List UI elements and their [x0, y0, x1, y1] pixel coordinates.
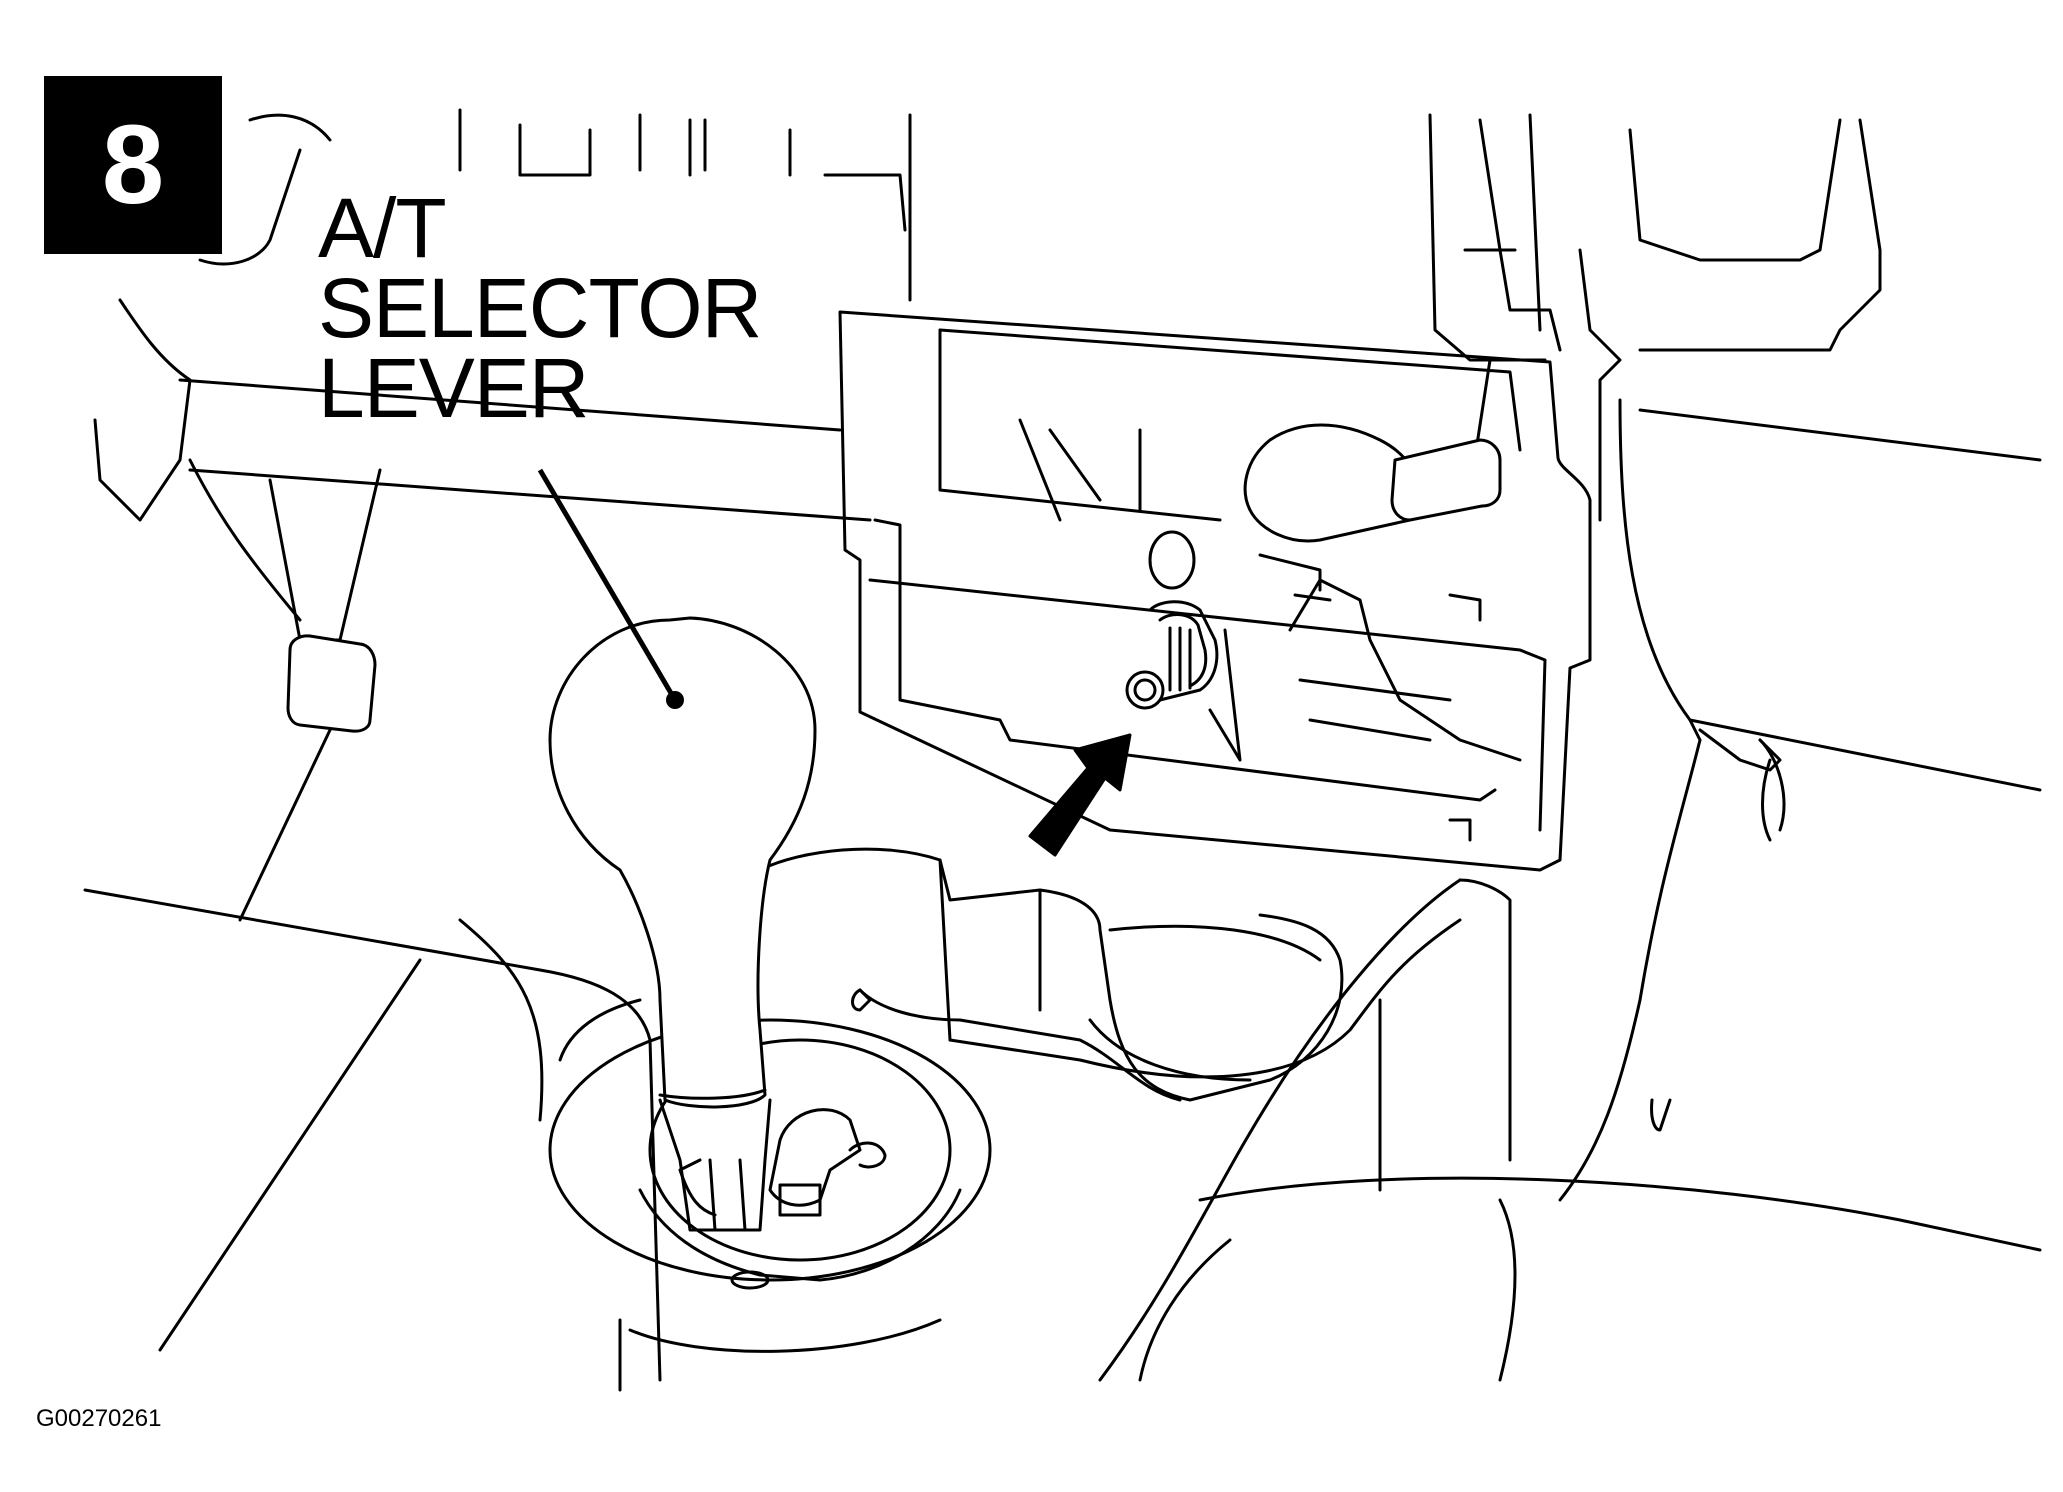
callout-line: A/T	[318, 181, 447, 275]
step-badge: 8	[44, 76, 222, 254]
callout-leader	[537, 468, 684, 709]
figure-id: G00270261	[36, 1405, 162, 1432]
center-panel	[838, 310, 1592, 872]
step-number: 8	[101, 102, 165, 227]
callout-line: LEVER	[318, 341, 589, 435]
arrow-icon	[1028, 733, 1132, 857]
callout-label: A/T SELECTOR LEVER	[318, 181, 762, 435]
selector-lever	[548, 616, 817, 1232]
connector-clip	[1125, 600, 1242, 762]
console-outline	[83, 108, 912, 1382]
shifter-base	[548, 998, 992, 1392]
callout-line: SELECTOR	[318, 261, 762, 355]
right-trim	[1138, 113, 2042, 1382]
cup-holder	[758, 847, 1512, 1382]
